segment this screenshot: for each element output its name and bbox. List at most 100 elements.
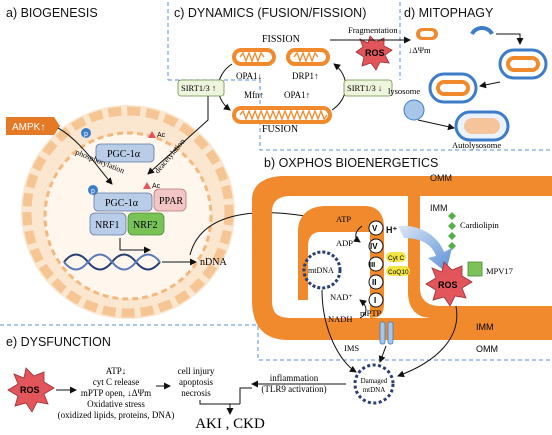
ros-burst-dynamics [355, 35, 393, 71]
inflammation-line-1: inflammation [270, 373, 319, 383]
complex-iii [368, 256, 384, 272]
pgc1a-box-top [95, 143, 155, 163]
coq10-badge [386, 266, 410, 276]
ppar-box [153, 188, 187, 212]
effect-line-5: (oxidized lipids, proteins, DNA) [58, 410, 175, 420]
autolysosome-label: Autolysosome [452, 140, 501, 150]
sirt-down-box [343, 79, 393, 97]
effect-line-3: mPTP open, ↓ΔΨm [81, 388, 151, 398]
lysosome-arrow [417, 119, 455, 131]
cardiolipin-label: Cardiolipin [460, 220, 499, 230]
mitophagy-arrow-2 [479, 81, 501, 89]
injury-line-2: apoptosis [179, 377, 213, 387]
damaged-mtdna-circle [353, 363, 395, 405]
atp-cycle-arrow [353, 225, 363, 243]
h-plus-label: H⁺ [386, 225, 397, 235]
omm-top-label: OMM [430, 173, 452, 183]
effect-line-4: Oxidative stress [87, 399, 145, 409]
complex-i-label: I [374, 296, 376, 305]
biogenesis-panel: AMPK↑ p PGC-1α Ac phosphorylation deacet… [6, 94, 317, 319]
cardiolipin-marks [448, 212, 456, 250]
phospho-marker-mid [88, 185, 98, 195]
coq10-label: CoQ10 [388, 269, 409, 276]
complex-ii [368, 274, 384, 290]
atp-label: ATP [336, 214, 351, 224]
acetyl-marker-top [148, 131, 156, 138]
dpsi-label: ↓ΔΨm [408, 45, 431, 55]
fission-label: FISSION [262, 34, 300, 45]
ros-label-oxphos: ROS [438, 280, 458, 290]
ac-label-mid: Ac [152, 183, 161, 190]
complex-iii-label: III [369, 260, 375, 269]
fusion-mitochondrion [232, 106, 332, 124]
mitophagy-arrow-1 [496, 33, 524, 45]
autophagosome-left [428, 72, 478, 104]
mtdna-to-damage-arrow [321, 289, 357, 373]
transcription-arrow [119, 238, 151, 254]
acetyl-marker-mid [143, 182, 151, 189]
autophagosome-right [498, 48, 548, 80]
section-title-dynamics: c) DYNAMICS (FUSION/FISSION) [174, 6, 366, 20]
complex-v [368, 220, 384, 236]
mpv17-channel [467, 261, 483, 277]
mptp-channel-right [387, 321, 394, 345]
ndna-to-mito-arrow [189, 212, 317, 256]
inflammation-line-2: (TLR9 activation) [261, 384, 326, 394]
fragmentation-label: Fragmentation [348, 25, 398, 35]
pgc1a-box-mid [93, 192, 153, 212]
omm-bottom-label: OMM [476, 344, 498, 354]
injury-line-3: necrosis [181, 388, 211, 398]
section-title-mitophagy: d) MITOPHAGY [404, 6, 494, 20]
cytc-badge [386, 252, 406, 262]
section-title-biogenesis: a) BIOGENESIS [6, 6, 98, 20]
cytc-label: Cyt C [388, 255, 405, 262]
ampk-tag [6, 117, 60, 135]
injury-line-1: cell injury [178, 366, 215, 376]
ampk-label: AMPK↑ [12, 122, 45, 133]
imm-top-label: IMM [430, 203, 448, 213]
nrf1-box [89, 212, 127, 236]
sirt-down-label: SIRT1/3 ↓ [347, 83, 382, 93]
ros-burst-oxphos [425, 261, 473, 307]
drp1-up-label: DRP1↑ [292, 71, 319, 81]
lysosome-label: lysosome [388, 86, 420, 96]
nad-label: NAD⁺ [330, 292, 353, 302]
effect-line-2: cyt C release [93, 377, 139, 387]
section-title-oxphos: b) OXPHOS BIOENERGETICS [264, 156, 438, 170]
complex-iv-label: IV [370, 242, 378, 251]
dysfunction-panel: ROS ATP↓ cyt C release mPTP open, ↓ΔΨm O… [7, 363, 395, 432]
ros-production-arrow [398, 225, 452, 272]
mtdna-label: mtDNA [308, 266, 334, 275]
ros-label-dynamics: ROS [365, 48, 385, 58]
ppar-label: PPAR [159, 196, 183, 207]
outer-membrane [252, 176, 552, 340]
fission-mitochondria [232, 48, 330, 66]
opa1-down-label: OPA1↓ [236, 71, 262, 81]
mptp-label: mPTP [360, 308, 382, 318]
ros-burst-dysfunction [7, 367, 55, 413]
mtdna-circle [302, 250, 342, 290]
lysosome [403, 99, 425, 121]
ims-label: IMS [344, 343, 359, 353]
damaged-label-2: mtDNA [363, 386, 386, 394]
ampk-arrow [57, 127, 113, 185]
complex-iv [368, 238, 384, 254]
phospho-marker-top [81, 128, 91, 138]
damaged-label-1: Damaged [361, 377, 388, 385]
fusion-label: FUSION [262, 124, 298, 135]
ndna-label: nDNA [200, 257, 227, 268]
ndna-helix [63, 253, 161, 271]
pgc1a-label-top: PGC-1α [107, 149, 141, 160]
mptp-channel-left [379, 321, 386, 345]
complex-ii-label: II [372, 278, 376, 287]
section-title-dysfunction: e) DYSFUNCTION [6, 335, 111, 349]
complex-v-label: V [372, 224, 378, 233]
adp-label: ADP [336, 238, 353, 248]
opa1-up-label: OPA1↑ [284, 90, 310, 100]
cell-membrane [22, 106, 234, 318]
effect-line-1: ATP↓ [106, 366, 127, 376]
nadh-label: NADH [328, 314, 353, 324]
sirt-up-label: SIRT1/3 ↑ [181, 83, 216, 93]
